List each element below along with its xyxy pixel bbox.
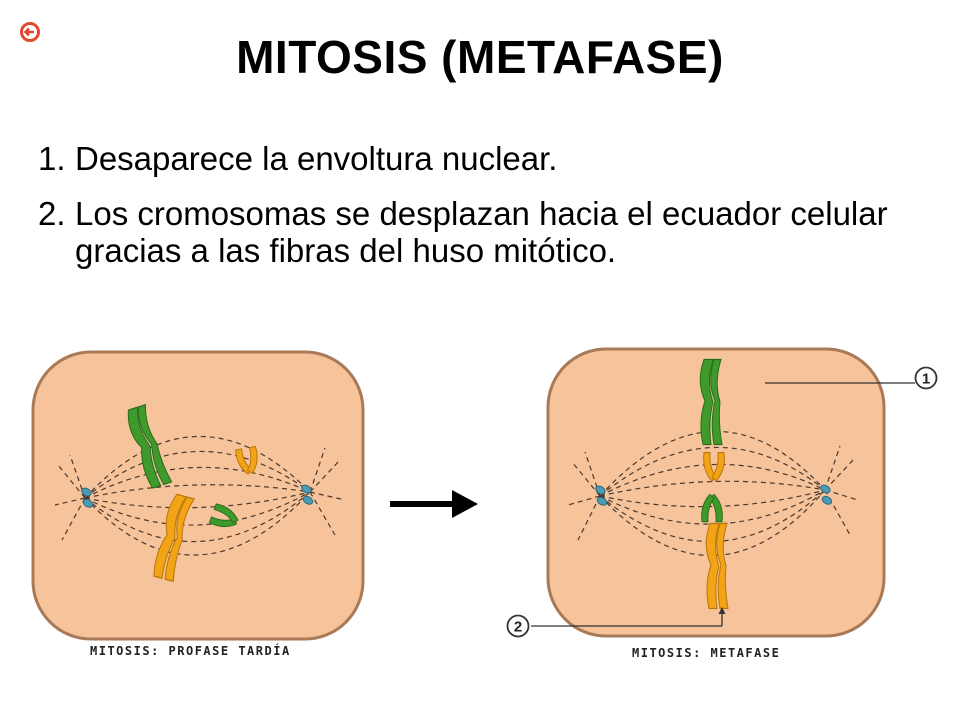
- callout-1-label: 1: [922, 371, 930, 388]
- slide-title: MITOSIS (METAFASE): [236, 31, 724, 83]
- list-item: 2. Los cromosomas se desplazan hacia el …: [38, 195, 918, 269]
- item-text: Desaparece la envoltura nuclear.: [75, 140, 558, 177]
- callout-2-label: 2: [514, 619, 522, 636]
- item-number: 2.: [38, 195, 66, 232]
- item-number: 1.: [38, 140, 66, 177]
- left-caption: MITOSIS: PROFASE TARDÍA: [90, 643, 291, 658]
- spindle-fibers: [54, 435, 346, 556]
- callout-2: 2: [506, 607, 726, 638]
- cell-profase: [31, 350, 365, 641]
- bullet-list: 1. Desaparece la envoltura nuclear. 2. L…: [38, 140, 918, 287]
- back-arrow-icon[interactable]: [18, 20, 42, 44]
- right-caption: MITOSIS: METAFASE: [632, 646, 780, 660]
- list-item: 1. Desaparece la envoltura nuclear.: [38, 140, 918, 177]
- callout-1: 1: [765, 366, 938, 390]
- arrow-right-icon: [390, 490, 478, 518]
- item-text: Los cromosomas se desplazan hacia el ecu…: [75, 195, 888, 269]
- cell-metafase: [546, 347, 886, 638]
